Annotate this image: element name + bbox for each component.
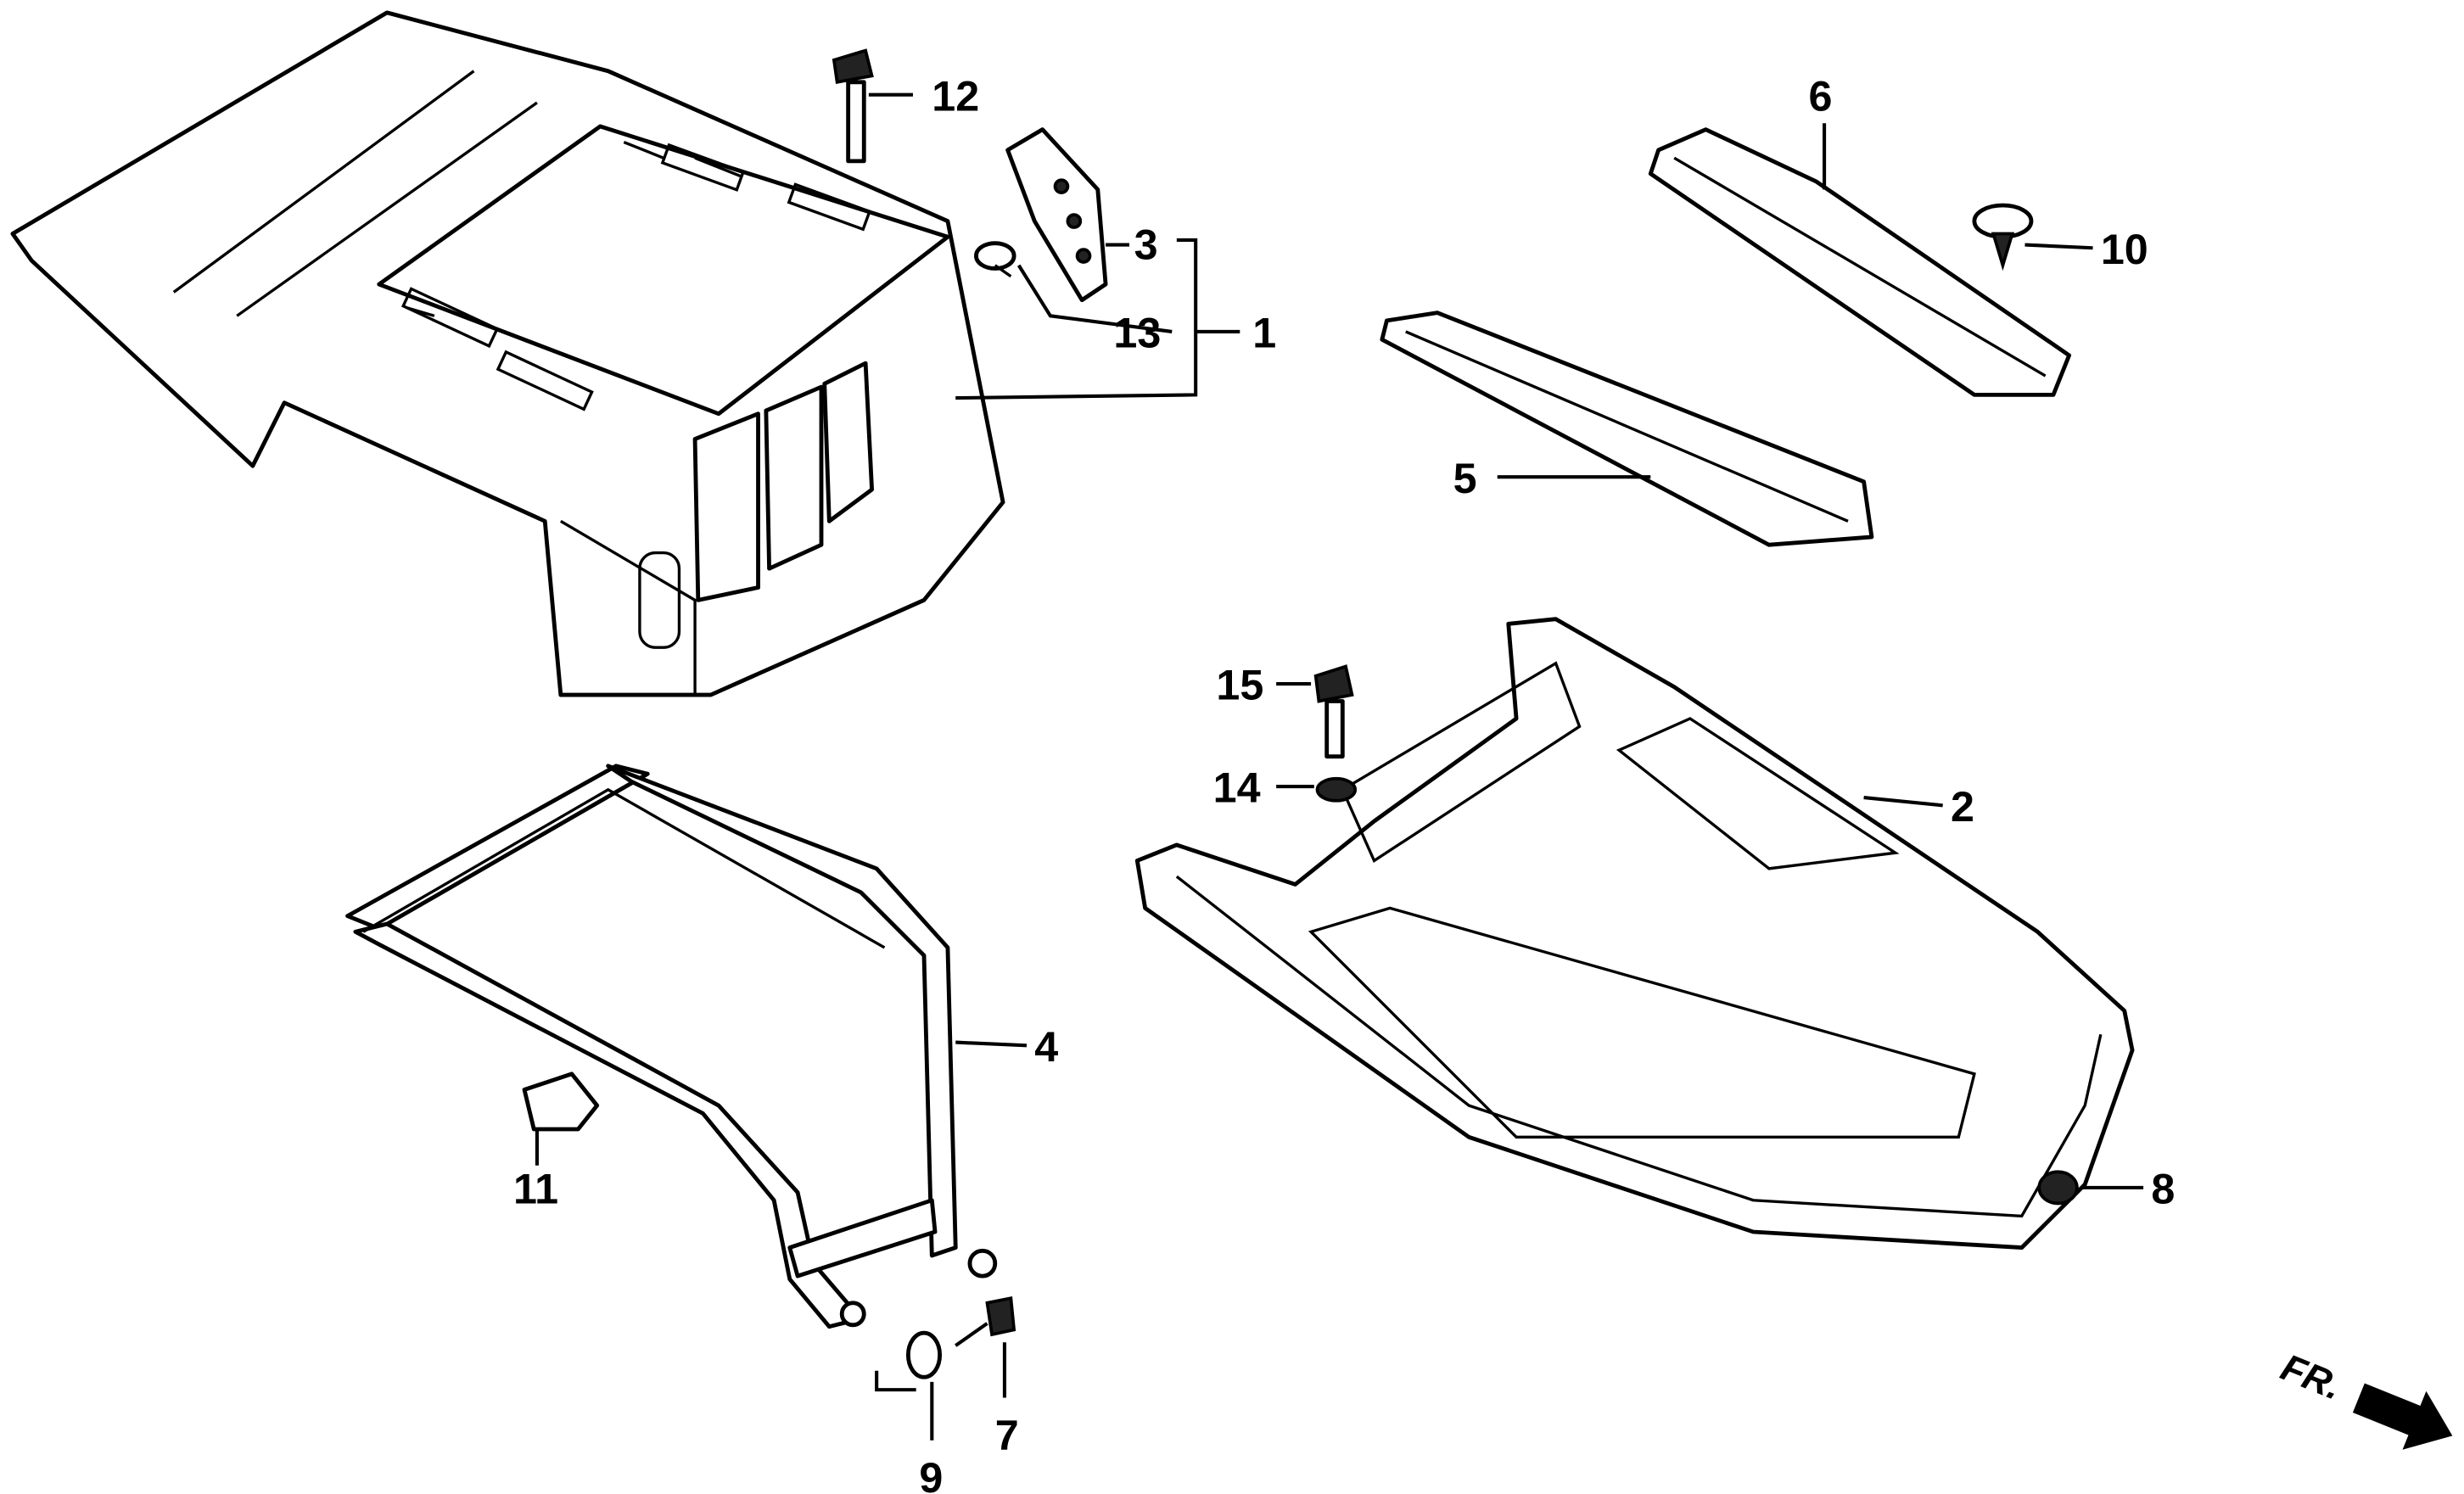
floor-tray-part-2 xyxy=(1134,617,2135,1251)
rear-fender-part-1 xyxy=(10,10,1005,697)
leader-lines xyxy=(535,92,2144,1441)
clip-part-10 xyxy=(1972,203,2034,271)
callout-15: 15 xyxy=(1216,662,1263,709)
front-direction-label: FR. xyxy=(2276,1346,2348,1407)
frame-part-4 xyxy=(345,764,998,1329)
step-mat-part-5 xyxy=(1380,311,1874,547)
collar-part-9 xyxy=(905,1330,943,1379)
callout-8: 8 xyxy=(2151,1165,2175,1212)
callout-3: 3 xyxy=(1134,221,1158,268)
callout-5: 5 xyxy=(1453,455,1477,502)
bolt-part-12 xyxy=(832,48,874,164)
callout-2: 2 xyxy=(1951,783,1974,831)
callout-12: 12 xyxy=(932,72,979,120)
callout-13: 13 xyxy=(1113,310,1161,357)
callout-4: 4 xyxy=(1034,1023,1058,1071)
bolt-part-7 xyxy=(955,1295,1016,1347)
screw-part-13 xyxy=(974,241,1016,278)
callout-1: 1 xyxy=(1252,310,1276,357)
callout-14: 14 xyxy=(1213,764,1261,812)
callout-6: 6 xyxy=(1808,72,1832,120)
callout-11: 11 xyxy=(513,1165,558,1212)
bolt-part-15 xyxy=(1313,664,1354,759)
front-direction-indicator: FR. xyxy=(2276,1346,2453,1450)
callout-7: 7 xyxy=(995,1412,1019,1459)
callout-9: 9 xyxy=(919,1454,943,1494)
grommet-part-11 xyxy=(522,1072,600,1132)
step-mat-part-6 xyxy=(1648,127,2072,397)
front-arrow-icon xyxy=(2352,1383,2453,1450)
nut-part-8 xyxy=(2037,1170,2079,1206)
grip-part-3 xyxy=(1005,127,1108,303)
callout-10: 10 xyxy=(2101,226,2148,273)
washer-part-14 xyxy=(1315,776,1358,803)
